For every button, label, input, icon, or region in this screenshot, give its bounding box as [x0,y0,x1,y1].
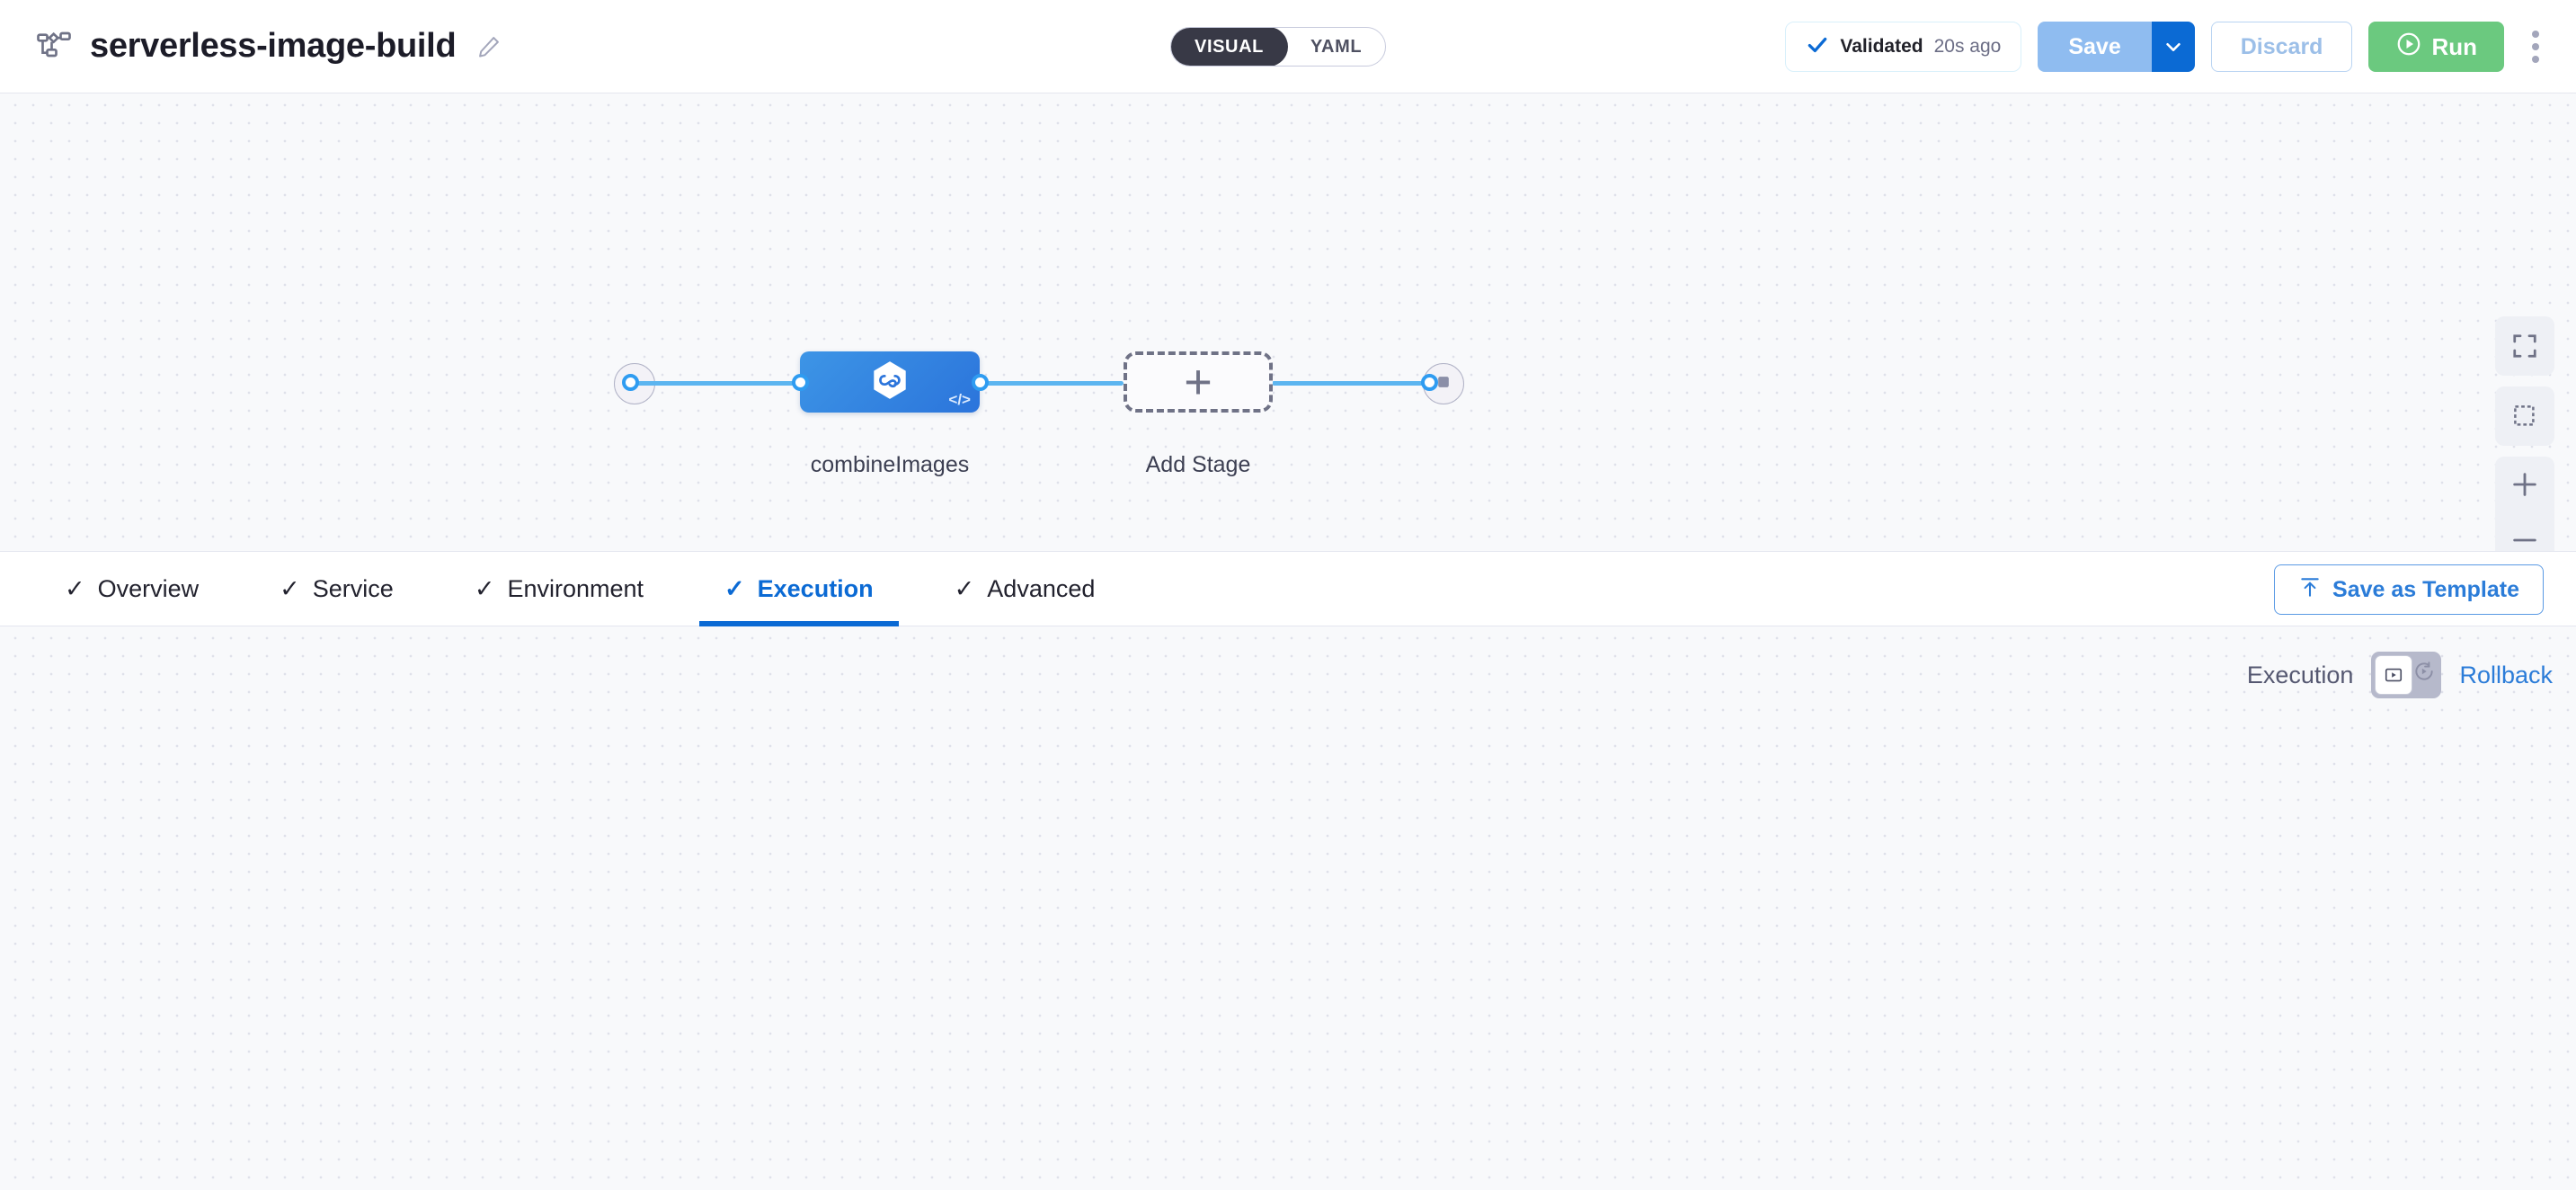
view-mode-toggle[interactable]: VISUAL YAML [1170,27,1387,67]
save-as-template-button[interactable]: Save as Template [2274,564,2544,615]
discard-button[interactable]: Discard [2210,22,2353,72]
validated-label: Validated [1840,36,1923,57]
upload-template-icon [2298,575,2322,605]
check-icon: ✓ [724,574,745,602]
execution-canvas[interactable]: Execution Rollback k8s-step-group [0,626,2576,1190]
edge-stage-to-addstage [962,381,1124,386]
check-icon: ✓ [280,574,300,602]
tab-service-label: Service [312,574,394,602]
stop-square-icon [1435,373,1452,395]
selection-box-icon[interactable] [2495,386,2554,446]
zoom-out-icon[interactable] [2495,512,2554,551]
tab-overview-label: Overview [97,574,200,602]
stage-canvas[interactable]: </> combineImages + Add Stage [0,93,2576,551]
tab-environment[interactable]: ✓ Environment [449,551,669,626]
plus-icon: + [1184,355,1212,409]
stage-node-output-port[interactable] [972,374,989,391]
rollback-circular-arrow-icon[interactable] [2412,660,2436,688]
page-title: serverless-image-build [90,27,457,65]
save-as-template-label: Save as Template [2332,576,2519,602]
save-button-group[interactable]: Save [2038,22,2195,72]
chevron-down-icon[interactable] [2151,22,2195,72]
play-circle-icon [2395,31,2422,64]
kebab-menu-icon[interactable] [2520,22,2551,72]
run-button[interactable]: Run [2368,22,2504,72]
add-stage-label: Add Stage [1145,452,1251,477]
harness-hexagon-infinity-icon [867,358,912,407]
tab-advanced[interactable]: ✓ Advanced [929,551,1121,626]
stage-node-combineimages[interactable]: </> [800,351,980,413]
zoom-controls [2495,457,2554,551]
tab-environment-label: Environment [507,574,644,602]
check-icon: ✓ [954,574,975,602]
header-actions: Validated 20s ago Save Discard Run [1785,0,2551,93]
save-button[interactable]: Save [2038,22,2152,72]
stage-node-input-port[interactable] [792,374,809,391]
tab-execution[interactable]: ✓ Execution [699,551,899,626]
zoom-in-icon[interactable] [2495,457,2554,512]
execution-play-icon[interactable] [2375,655,2413,695]
canvas-controls [2495,316,2554,551]
status-badge-validated: Validated 20s ago [1785,22,2022,72]
validated-timestamp: 20s ago [1933,36,2002,57]
execution-rollback-switch[interactable]: Execution Rollback [2247,652,2553,698]
stage-start-port[interactable] [622,374,639,391]
tab-service[interactable]: ✓ Service [254,551,419,626]
check-icon [1806,33,1829,61]
fit-to-screen-icon[interactable] [2495,316,2554,376]
check-icon: ✓ [474,574,495,602]
run-button-label: Run [2431,32,2477,60]
pencil-icon[interactable] [475,33,502,60]
edge-start-to-stage [629,381,809,386]
add-stage-button[interactable]: + [1124,351,1273,413]
check-icon: ✓ [65,574,85,602]
tab-execution-label: Execution [757,574,874,602]
stage-config-tabs: ✓ Overview ✓ Service ✓ Environment ✓ Exe… [0,551,2576,626]
mode-toggle[interactable] [2371,652,2442,698]
execution-mode-label: Execution [2246,661,2354,688]
top-header-bar: serverless-image-build VISUAL YAML Valid… [0,0,2576,93]
pipeline-diagram-icon [34,27,74,67]
view-mode-yaml[interactable]: YAML [1310,36,1363,57]
rollback-mode-label[interactable]: Rollback [2459,661,2553,688]
stage-end-port[interactable] [1421,374,1438,391]
stage-node-label: combineImages [810,452,970,477]
code-badge-icon: </> [948,391,971,408]
edge-addstage-to-end [1272,381,1429,386]
tab-overview[interactable]: ✓ Overview [40,551,224,626]
view-mode-visual[interactable]: VISUAL [1171,28,1288,66]
tab-advanced-label: Advanced [987,574,1096,602]
